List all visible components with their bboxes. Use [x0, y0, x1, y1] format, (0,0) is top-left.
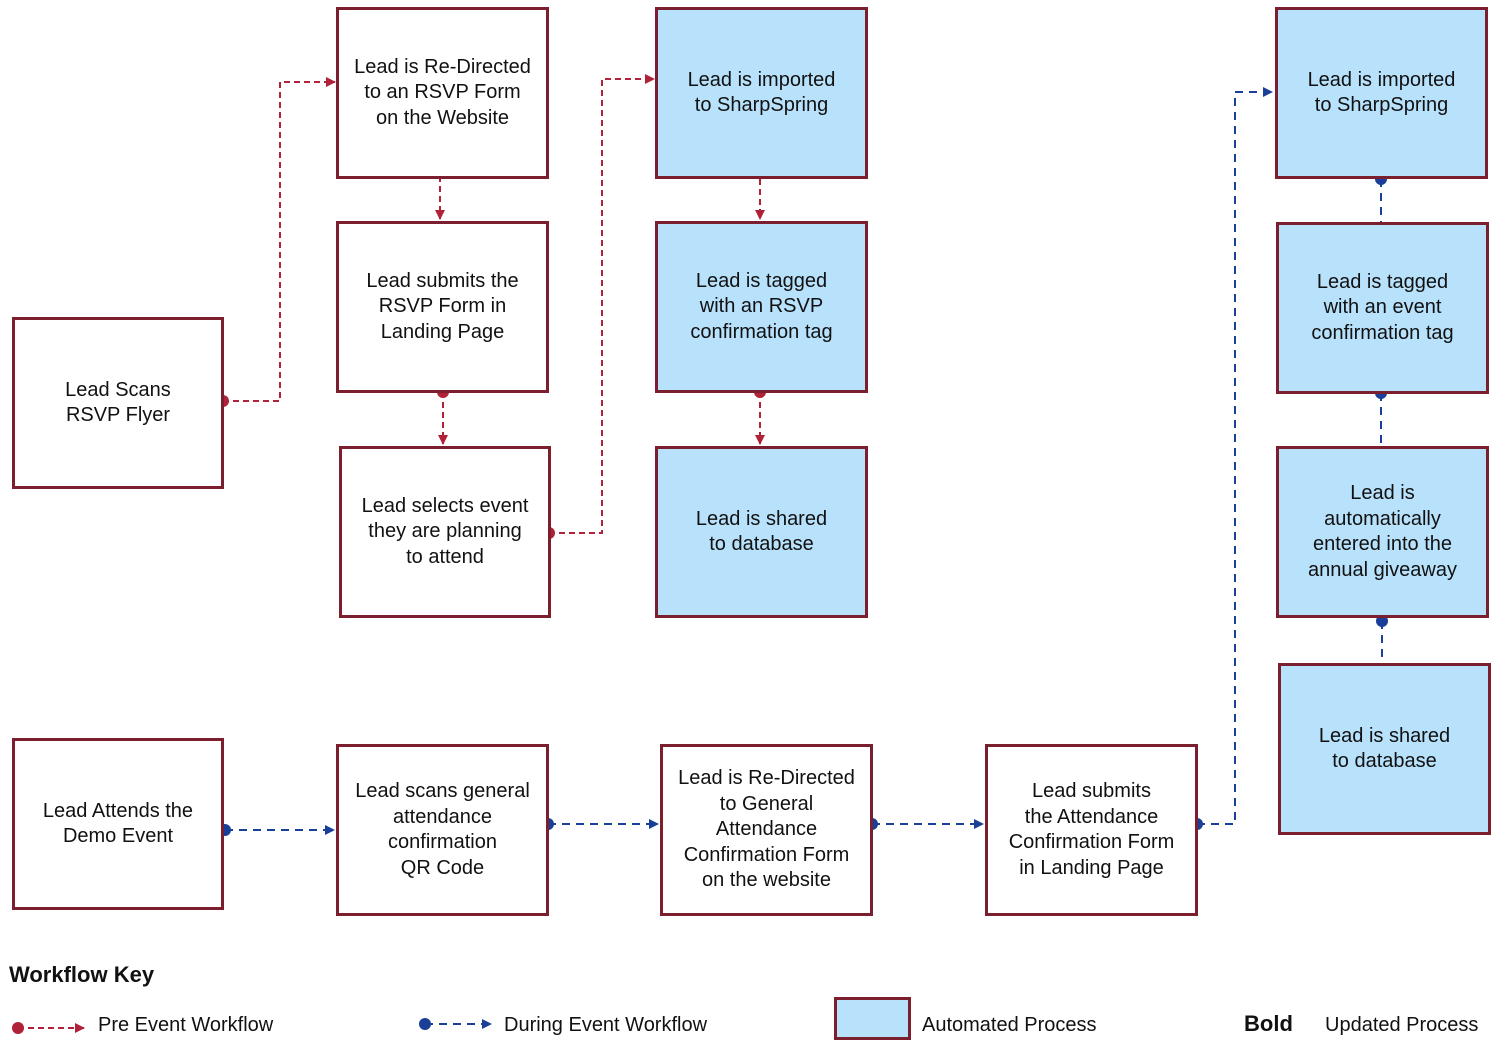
node-imported-sharpspring-pre: Lead is imported to SharpSpring [655, 7, 868, 179]
node-redirect-rsvp-form: Lead is Re-Directed to an RSVP Form on t… [336, 7, 549, 179]
node-tagged-rsvp: Lead is tagged with an RSVP confirmation… [655, 221, 868, 393]
node-label: Lead is imported to SharpSpring [687, 68, 836, 117]
connector-scan-to-redirect [217, 77, 336, 407]
node-submit-rsvp-form: Lead submits the RSVP Form in Landing Pa… [336, 221, 549, 393]
node-shared-database-pre: Lead is shared to database [655, 446, 868, 618]
node-label: Lead selects event they are planning to … [361, 494, 529, 568]
node-label: Lead is tagged with an RSVP confirmation… [690, 269, 833, 343]
node-label: Lead submits the RSVP Form in Landing Pa… [366, 269, 519, 343]
key-bold-sample: Bold [1244, 1011, 1293, 1036]
key-pre-event-label: Pre Event Workflow [98, 1014, 274, 1036]
node-attends-demo-event: Lead Attends the Demo Event [12, 738, 224, 910]
node-label: Lead is Re-Directed to General Attendanc… [678, 767, 855, 892]
node-label: Lead is Re-Directed to an RSVP Form on t… [354, 55, 531, 129]
key-pre-event-line [12, 1022, 85, 1034]
key-automated-swatch [834, 997, 911, 1040]
connector-attend-to-scan [219, 824, 335, 836]
node-label: Lead is shared to database [695, 507, 828, 556]
node-scan-qr-code: Lead scans general attendance confirmati… [336, 744, 549, 916]
key-during-event-label: During Event Workflow [504, 1014, 708, 1036]
connector-scan-to-redirect-form [542, 818, 659, 830]
node-entered-giveaway: Lead is automatically entered into the a… [1276, 446, 1489, 618]
connector-redirect-to-submit-form [866, 818, 984, 830]
node-redirect-attendance-form: Lead is Re-Directed to General Attendanc… [660, 744, 873, 916]
node-label: Lead is shared to database [1318, 724, 1451, 773]
node-shared-database-during: Lead is shared to database [1278, 663, 1491, 835]
node-label: Lead Attends the Demo Event [42, 799, 194, 848]
node-label: Lead is tagged with an event confirmatio… [1311, 270, 1454, 344]
connector-submit-to-select [437, 386, 449, 445]
node-label: Lead submits the Attendance Confirmation… [1008, 780, 1175, 879]
workflow-key-title: Workflow Key [9, 962, 155, 987]
node-submit-attendance-form: Lead submits the Attendance Confirmation… [985, 744, 1198, 916]
node-imported-sharpspring-during: Lead is imported to SharpSpring [1275, 7, 1488, 179]
key-during-event-line [419, 1018, 492, 1030]
node-label: Lead is automatically entered into the a… [1308, 482, 1457, 581]
key-updated-label: Updated Process [1325, 1014, 1479, 1036]
node-select-event: Lead selects event they are planning to … [339, 446, 551, 618]
connector-submit-to-import [1191, 87, 1273, 830]
node-label: Lead Scans RSVP Flyer [65, 378, 171, 427]
node-tagged-event-confirmation: Lead is tagged with an event confirmatio… [1276, 222, 1489, 394]
connector-tag-to-share [754, 386, 766, 445]
key-automated-label: Automated Process [922, 1014, 1097, 1036]
connector-select-to-import [543, 74, 655, 539]
node-label: Lead is imported to SharpSpring [1307, 68, 1456, 117]
node-label: Lead scans general attendance confirmati… [355, 780, 530, 879]
node-lead-scans-rsvp-flyer: Lead Scans RSVP Flyer [12, 317, 224, 489]
